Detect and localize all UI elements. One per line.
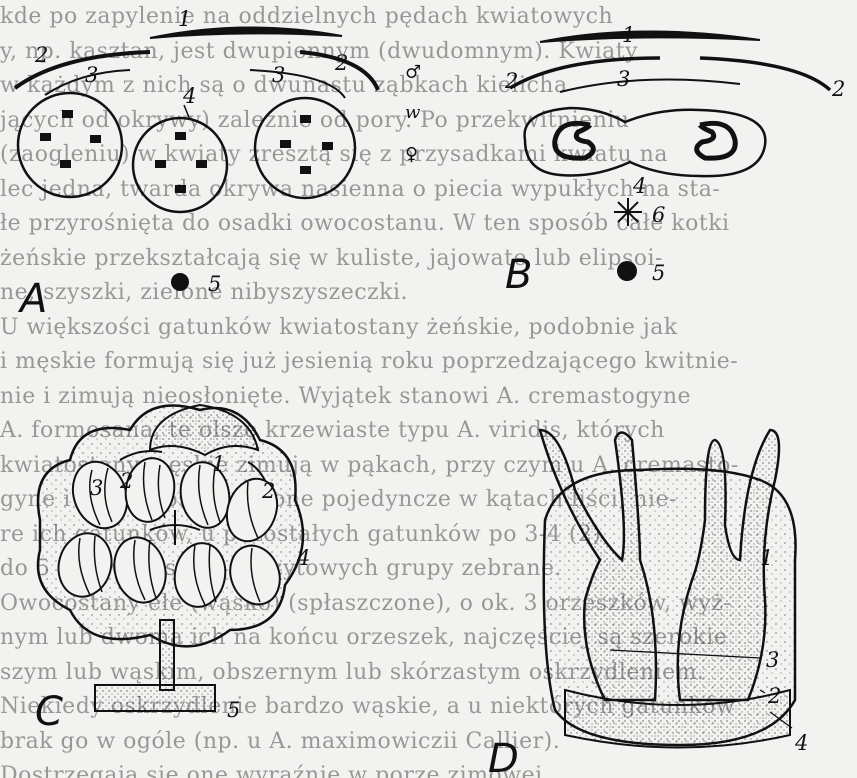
- panel-a-bracteole-3-right: [250, 70, 345, 98]
- label-b-2-right: 2: [831, 77, 845, 101]
- panel-letter-d: D: [488, 736, 519, 778]
- label-c-4: 4: [296, 546, 310, 570]
- label-a-3-right: 3: [272, 63, 285, 87]
- label-a-3-left: 3: [85, 63, 98, 87]
- label-c-1: 1: [212, 452, 225, 476]
- label-d-4: 4: [794, 731, 808, 755]
- panel-b-diagram: [510, 31, 830, 281]
- panel-d-drawing: [540, 430, 796, 748]
- symbol-w: w: [405, 102, 421, 123]
- label-c-2-right: 2: [261, 479, 275, 503]
- panel-c-base: [95, 685, 215, 711]
- label-c-2-left: 2: [119, 469, 133, 493]
- panel-b-asterisk: [614, 198, 642, 226]
- label-c-5: 5: [227, 698, 240, 722]
- panel-letter-c: C: [35, 689, 63, 735]
- panel-a-axis-dot: [171, 273, 189, 291]
- label-a-4: 4: [182, 84, 196, 108]
- label-a-2-left: 2: [34, 43, 48, 67]
- label-d-2: 2: [767, 684, 781, 708]
- panel-b-bract-primary: [540, 31, 760, 42]
- label-b-6: 6: [652, 203, 665, 227]
- panel-a-flower-right: [255, 98, 355, 198]
- panel-b-ovary: [525, 108, 766, 176]
- label-b-4: 4: [632, 174, 646, 198]
- panel-b-ovule-left: [555, 123, 594, 158]
- label-d-1: 1: [760, 546, 773, 570]
- label-c-3: 3: [90, 476, 103, 500]
- label-a-5: 5: [208, 272, 221, 296]
- panel-a-flower-left: [18, 93, 122, 197]
- panel-letter-a: A: [17, 276, 47, 322]
- label-a-2-right: 2: [334, 51, 348, 75]
- panel-b-bracteole-left: [510, 58, 660, 88]
- label-b-1: 1: [622, 23, 635, 47]
- label-a-1: 1: [178, 7, 191, 31]
- panel-a-diagram: [15, 27, 378, 291]
- label-b-5: 5: [652, 261, 665, 285]
- label-d-3: 3: [766, 648, 779, 672]
- label-b-3: 3: [617, 67, 630, 91]
- panel-c-drawing: [38, 405, 303, 711]
- panel-b-axis-dot: [617, 261, 637, 281]
- panel-b-ovule-right: [697, 123, 736, 158]
- label-b-2-left: 2: [504, 69, 518, 93]
- panel-b-bracteole-3: [560, 80, 740, 93]
- panel-a-flower-middle: [133, 118, 227, 212]
- panel-b-bracteole-right: [700, 58, 830, 90]
- symbol-female: ♀: [405, 144, 418, 165]
- panel-letter-b: B: [505, 252, 532, 298]
- symbol-male: ♂: [405, 62, 421, 83]
